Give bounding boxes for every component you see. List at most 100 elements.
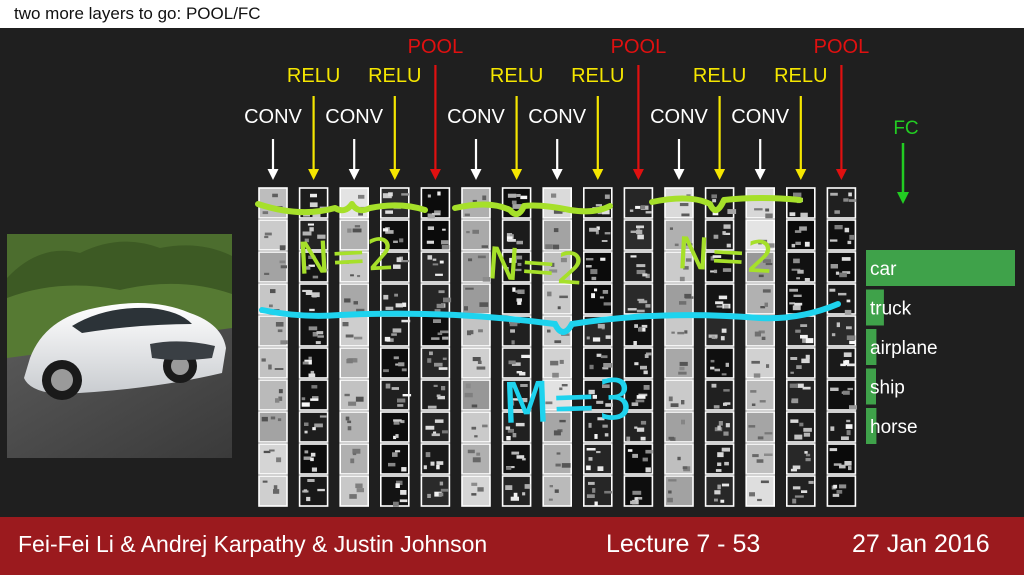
activation-speck bbox=[557, 306, 561, 310]
activation-speck bbox=[757, 498, 762, 502]
activation-speck bbox=[710, 256, 715, 261]
activation-speck bbox=[344, 393, 350, 397]
n-label-2: N=2 bbox=[485, 238, 586, 296]
activation-speck bbox=[762, 289, 771, 293]
activation-speck bbox=[793, 294, 802, 297]
feature-map bbox=[542, 411, 573, 443]
activation-speck bbox=[395, 483, 400, 488]
activation-speck bbox=[710, 366, 715, 370]
activation-speck bbox=[314, 423, 323, 428]
activation-speck bbox=[468, 258, 473, 262]
activation-speck bbox=[399, 238, 404, 243]
activation-speck bbox=[636, 229, 643, 235]
layer-arrow-head bbox=[348, 169, 360, 180]
activation-speck bbox=[432, 258, 437, 261]
feature-map bbox=[461, 475, 491, 507]
activation-speck bbox=[671, 331, 675, 334]
activation-speck bbox=[477, 360, 482, 364]
activation-speck bbox=[441, 245, 450, 250]
feature-map bbox=[339, 347, 370, 379]
activation-speck bbox=[402, 394, 412, 397]
activation-speck bbox=[512, 433, 517, 438]
activation-speck bbox=[280, 265, 287, 269]
activation-speck bbox=[599, 296, 604, 299]
activation-speck bbox=[630, 500, 636, 505]
activation-speck bbox=[801, 490, 808, 493]
activation-speck bbox=[516, 194, 521, 197]
activation-speck bbox=[765, 213, 773, 219]
activation-speck bbox=[600, 355, 608, 359]
activation-speck bbox=[645, 449, 653, 454]
feature-map bbox=[785, 475, 816, 507]
activation-speck bbox=[436, 461, 444, 465]
activation-speck bbox=[685, 258, 692, 262]
activation-speck bbox=[791, 268, 801, 271]
layer-label-relu: RELU bbox=[490, 65, 543, 87]
activation-speck bbox=[753, 373, 761, 378]
footer-authors: Fei-Fei Li & Andrej Karpathy & Justin Jo… bbox=[18, 531, 488, 557]
activation-speck bbox=[308, 356, 312, 360]
activation-speck bbox=[304, 238, 309, 243]
activation-speck bbox=[352, 452, 357, 456]
activation-speck bbox=[551, 193, 557, 198]
activation-speck bbox=[512, 398, 520, 401]
activation-speck bbox=[805, 338, 814, 344]
activation-speck bbox=[385, 210, 393, 214]
activation-speck bbox=[633, 341, 637, 346]
activation-speck bbox=[681, 213, 690, 217]
activation-speck bbox=[388, 462, 396, 467]
activation-speck bbox=[767, 243, 775, 248]
activation-speck bbox=[841, 257, 851, 261]
activation-speck bbox=[301, 397, 306, 401]
layer-11-conv: CONV bbox=[650, 106, 709, 507]
activation-speck bbox=[270, 416, 276, 420]
activation-speck bbox=[431, 212, 440, 215]
layer-3-conv: CONV bbox=[325, 106, 384, 507]
activation-speck bbox=[594, 501, 598, 507]
activation-speck bbox=[597, 417, 605, 421]
activation-speck bbox=[385, 383, 391, 389]
layer-10-pool: POOL bbox=[611, 36, 666, 507]
activation-speck bbox=[319, 268, 328, 272]
feature-map bbox=[501, 475, 532, 507]
activation-speck bbox=[765, 263, 773, 266]
feature-map bbox=[258, 219, 288, 251]
activation-speck bbox=[385, 230, 394, 234]
activation-speck bbox=[765, 208, 770, 212]
activation-speck bbox=[345, 334, 354, 338]
feature-map bbox=[582, 219, 613, 251]
feature-map bbox=[420, 251, 451, 283]
activation-speck bbox=[516, 240, 523, 245]
layer-arrow-head bbox=[673, 169, 685, 180]
activation-speck bbox=[310, 452, 316, 457]
activation-speck bbox=[470, 330, 474, 335]
activation-speck bbox=[277, 418, 282, 422]
activation-speck bbox=[481, 245, 488, 248]
activation-speck bbox=[429, 351, 433, 356]
slide-header: two more layers to go: POOL/FC bbox=[0, 0, 1024, 28]
activation-speck bbox=[674, 243, 679, 247]
activation-speck bbox=[643, 385, 650, 390]
activation-speck bbox=[358, 194, 365, 199]
activation-speck bbox=[840, 363, 846, 367]
activation-speck bbox=[273, 489, 280, 494]
activation-speck bbox=[640, 205, 646, 209]
activation-speck bbox=[714, 368, 720, 372]
activation-speck bbox=[317, 488, 325, 492]
activation-speck bbox=[471, 404, 478, 408]
activation-speck bbox=[804, 278, 810, 283]
activation-speck bbox=[668, 490, 672, 494]
activation-speck bbox=[312, 396, 319, 401]
activation-speck bbox=[520, 195, 528, 200]
activation-speck bbox=[545, 401, 553, 405]
activation-speck bbox=[353, 336, 363, 340]
activation-speck bbox=[605, 403, 613, 407]
activation-speck bbox=[758, 330, 765, 334]
activation-speck bbox=[627, 308, 637, 311]
activation-speck bbox=[645, 304, 651, 308]
activation-speck bbox=[436, 394, 441, 397]
activation-speck bbox=[843, 352, 852, 357]
layer-arrow-head bbox=[835, 169, 847, 180]
activation-speck bbox=[803, 432, 811, 437]
